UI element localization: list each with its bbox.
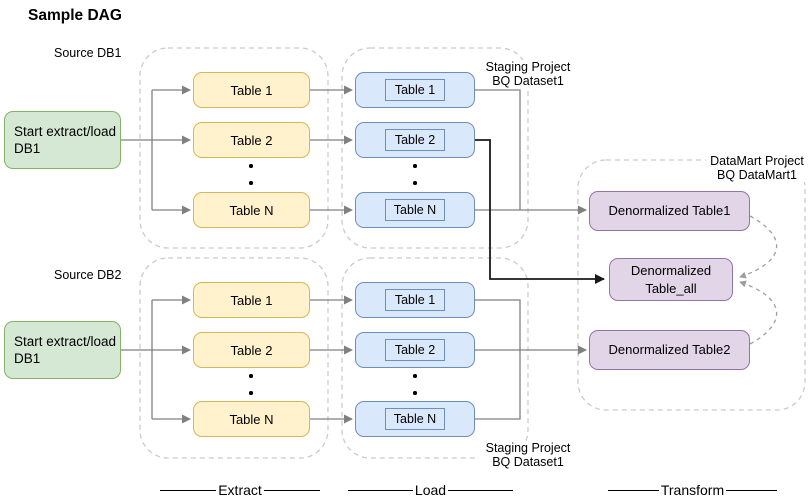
datamart-caption-line2: BQ DataMart1 <box>717 168 797 182</box>
stage-extract-label: Extract <box>218 482 262 498</box>
extract2-table2-label: Table 2 <box>230 342 273 358</box>
stage-load: Load <box>348 482 513 498</box>
load1-ellipsis-dot <box>413 181 417 185</box>
extract2-table1-label: Table 1 <box>230 292 273 308</box>
load1-table2-node: Table 2 <box>355 122 475 158</box>
stage-load-label: Load <box>414 482 447 498</box>
start-node-db2-text: Start extract/load DB1 <box>5 333 120 367</box>
load2-table1-node: Table 1 <box>355 282 475 318</box>
denormalized-table1-node: Denormalized Table1 <box>589 191 750 231</box>
load2-tableN-label: Table N <box>393 411 437 426</box>
start-node-db2: Start extract/load DB1 <box>4 321 121 379</box>
stage-transform-label: Transform <box>660 482 725 498</box>
extract1-table1-label: Table 1 <box>230 82 273 98</box>
start-db2-line2: DB1 <box>14 351 41 366</box>
extract1-table2-label: Table 2 <box>230 132 273 148</box>
staging-top-line2: BQ Dataset1 <box>492 74 564 88</box>
table2-to-tableall-connector <box>475 139 605 284</box>
load1-ellipsis-dot <box>413 164 417 168</box>
start-node-db1-text: Start extract/load DB1 <box>5 123 120 157</box>
stage-load-rule-left <box>348 489 413 491</box>
load1-tableN-label: Table N <box>393 202 437 217</box>
datamart-dependency-curves <box>739 215 778 345</box>
load1-table1-innerbox: Table 1 <box>385 79 445 101</box>
load1-tableN-node: Table N <box>355 192 475 228</box>
stage-transform-rule-left <box>608 489 659 491</box>
start-db1-line2: DB1 <box>14 141 41 156</box>
stage-transform: Transform <box>608 482 777 498</box>
load2-table1-label: Table 1 <box>394 292 436 307</box>
staging-top-line1: Staging Project <box>485 60 571 74</box>
datamart-caption-line1: DataMart Project <box>710 154 804 168</box>
denormalized-table-all-node: Denormalized Table_all <box>609 258 733 301</box>
load2-ellipsis-dot <box>413 374 417 378</box>
load1-table2-label: Table 2 <box>394 132 436 147</box>
load2-ellipsis-dot <box>413 391 417 395</box>
extract2-tableN-node: Table N <box>193 401 310 437</box>
load2-table1-innerbox: Table 1 <box>385 289 445 311</box>
extract1-tableN-label: Table N <box>229 202 274 218</box>
start-db1-line1: Start extract/load <box>14 124 117 139</box>
load2-tableN-node: Table N <box>355 401 475 437</box>
source-db2-label: Source DB2 <box>54 268 122 282</box>
load1-table1-node: Table 1 <box>355 72 475 108</box>
denormalized-table1-label: Denormalized Table1 <box>608 203 731 218</box>
denormalized-table2-node: Denormalized Table2 <box>589 330 750 370</box>
extract2-table1-node: Table 1 <box>193 282 310 318</box>
load1-table2-innerbox: Table 2 <box>385 129 445 151</box>
extract1-ellipsis-dot <box>249 164 253 168</box>
extract1-ellipsis-dot <box>249 181 253 185</box>
extract2-ellipsis-dot <box>249 374 253 378</box>
datamart-caption: DataMart Project BQ DataMart1 <box>706 154 808 182</box>
denormalized-table-all-text: Denormalized Table_all <box>631 262 711 298</box>
db2-connectors <box>121 295 587 424</box>
load2-tableN-innerbox: Table N <box>385 408 445 430</box>
stage-extract: Extract <box>160 482 321 498</box>
stage-transform-rule-right <box>726 489 777 491</box>
extract1-table1-node: Table 1 <box>193 72 310 108</box>
denormalized-table-all-line1: Denormalized <box>630 262 712 278</box>
staging-bottom-line2: BQ Dataset1 <box>492 455 564 469</box>
load2-table2-node: Table 2 <box>355 332 475 368</box>
start-db2-line1: Start extract/load <box>14 334 117 349</box>
staging-bottom-line1: Staging Project <box>485 441 571 455</box>
staging-caption-top: Staging Project BQ Dataset1 <box>477 60 579 88</box>
extract1-tableN-node: Table N <box>193 192 310 228</box>
load2-table2-innerbox: Table 2 <box>385 339 445 361</box>
stage-extract-rule-right <box>263 489 321 491</box>
denormalized-table2-label: Denormalized Table2 <box>608 342 731 357</box>
db1-connectors <box>121 85 587 215</box>
extract2-table2-node: Table 2 <box>193 332 310 368</box>
diagram-title: Sample DAG <box>28 7 122 24</box>
load2-table2-label: Table 2 <box>394 342 436 357</box>
stage-load-rule-right <box>448 489 513 491</box>
extract2-ellipsis-dot <box>249 391 253 395</box>
staging-caption-bottom: Staging Project BQ Dataset1 <box>477 441 579 469</box>
extract1-table2-node: Table 2 <box>193 122 310 158</box>
source-db1-label: Source DB1 <box>54 46 122 60</box>
load1-table1-label: Table 1 <box>394 82 436 97</box>
stage-extract-rule-left <box>160 489 217 491</box>
start-node-db1: Start extract/load DB1 <box>4 111 121 169</box>
load1-tableN-innerbox: Table N <box>385 199 445 221</box>
denormalized-table-all-line2: Table_all <box>645 280 697 296</box>
extract2-tableN-label: Table N <box>229 411 274 427</box>
group-containers <box>139 47 806 459</box>
